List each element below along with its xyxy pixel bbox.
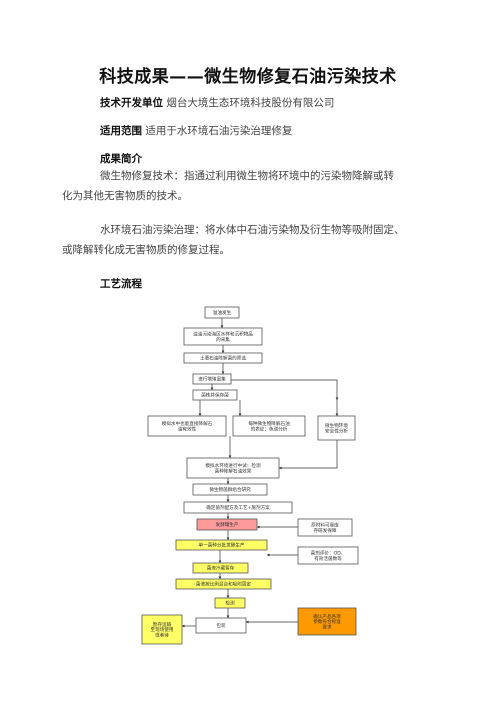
flow-step-box: [175, 539, 268, 551]
paragraph-2: 水环境石油污染治理：将水体中石油污染物及衍生物等吸附固定、 或降解转化成无害物质…: [62, 220, 447, 260]
flow-step-n14: 单一菌种分批发酵生产: [175, 539, 268, 551]
scope-line: 适用范围 适用于水环境石油污染治理修复: [100, 123, 292, 138]
flow-step-label: 微生物菌群组合研究: [209, 486, 251, 493]
flow-step-box: [297, 607, 357, 636]
flow-step-box: [317, 415, 356, 441]
scope-label: 适用范围: [100, 125, 142, 137]
flow-step-label: 单一菌种分批发酵生产: [199, 542, 245, 549]
flow-step-label: 溢油发生: [213, 309, 232, 316]
flow-step-box: [297, 546, 359, 565]
process-heading: 工艺流程: [100, 278, 142, 290]
flow-step-n15: 菌剂评价：OD、有效活菌数等: [297, 546, 359, 565]
flow-step-label: 暂存运输: [153, 621, 172, 628]
flow-step-n1: 溢油发生: [204, 306, 240, 319]
flow-step-n11: 确定菌剂配方及工艺+施剂方案: [183, 501, 293, 514]
paragraph-2-line-2: 或降解转化成无害物质的修复过程。: [62, 244, 230, 256]
flow-step-n12: 发酵罐生产: [196, 518, 258, 531]
flow-step-label: 菌液冷藏暂存: [207, 565, 235, 572]
developer-line: 技术开发单位 烟台大境生态环境科技股份有限公司: [100, 95, 334, 110]
flow-step-box: [147, 415, 227, 437]
flow-step-label: 包装: [216, 622, 226, 629]
flow-step-n10: 微生物菌群组合研究: [192, 483, 268, 496]
flow-step-label: 的采集: [216, 336, 230, 343]
flow-step-label: 或者待: [155, 632, 169, 639]
flow-step-box: [186, 457, 280, 479]
flow-step-n20: 包装: [195, 617, 247, 634]
flow-step-n17: 菌液按比例混合和吸附固定: [175, 578, 272, 590]
flow-step-box: [214, 597, 246, 609]
paragraph-1-line-1: 微生物修复技术：指通过利用微生物将环境中的污染物降解或转: [100, 170, 394, 182]
flow-step-box: [196, 518, 258, 531]
flow-step-box: [192, 562, 249, 574]
flow-step-label: 菌种降解石油效果: [215, 467, 252, 474]
flow-step-n4: 进行增殖富集: [192, 373, 232, 385]
flow-step-label: 土著石油降解菌的筛选: [200, 355, 246, 362]
flow-step-label: 有效活菌数等: [314, 555, 342, 562]
paragraph-1-line-2: 化为其他无害物质的技术。: [62, 190, 188, 202]
flow-step-label: 进行增殖富集: [198, 376, 226, 383]
flow-step-label: 至现场使用: [151, 626, 174, 633]
flow-step-label: 菌株并保存菌: [201, 392, 229, 399]
developer-label: 技术开发单位: [100, 97, 163, 109]
developer-value: 烟台大境生态环境科技股份有限公司: [166, 97, 335, 109]
flow-step-label: 模拟水环境进行中试：检测: [205, 462, 261, 469]
flow-step-label: 菌剂评价：OD、: [311, 550, 346, 557]
flow-step-label: 模拟水中也能直接降解石: [162, 420, 213, 427]
flow-step-box: [192, 389, 238, 401]
flow-step-box: [192, 483, 268, 496]
flow-step-box: [175, 578, 272, 590]
flow-step-box: [297, 518, 353, 537]
flow-step-label: 确定菌剂配方及工艺+施剂方案: [206, 504, 270, 511]
flow-step-n3: 土著石油降解菌的筛选: [183, 352, 263, 364]
flow-step-box: [232, 415, 306, 437]
flow-step-box: [183, 327, 263, 346]
flow-step-label: 微生物环境: [325, 422, 348, 429]
summary-heading: 成果简介: [100, 153, 142, 165]
flow-step-label: 检测: [225, 600, 235, 607]
document-title: 科技成果——微生物修复石油污染技术: [99, 67, 397, 87]
flow-step-label: 每种微生物降解石油: [248, 420, 290, 427]
flow-step-box: [183, 352, 263, 364]
flow-step-label: 存研发保障: [314, 527, 337, 534]
paragraph-1: 微生物修复技术：指通过利用微生物将环境中的污染物降解或转 化为其他无害物质的技术…: [62, 166, 447, 206]
flow-step-n16: 菌液冷藏暂存: [192, 562, 249, 574]
flow-step-label: 要求: [322, 624, 332, 631]
flow-step-label: 原材料可靠库: [311, 522, 339, 529]
paragraph-2-line-1: 水环境石油污染治理：将水体中石油污染物及衍生物等吸附固定、: [100, 224, 405, 236]
flow-arrow: [278, 440, 338, 470]
flow-step-box: [192, 373, 232, 385]
flow-step-label: 溢油污染海区水样和沉积物品: [193, 331, 253, 338]
flow-step-box: [204, 306, 240, 319]
flow-step-label: 参数符合标准: [313, 618, 341, 625]
flow-step-box: [195, 617, 247, 634]
flow-connector: [231, 379, 339, 401]
flow-step-label: 油有效性: [178, 425, 197, 432]
flow-step-box: [141, 614, 183, 645]
flow-step-n18: 检测: [214, 597, 246, 609]
flow-step-label: 菌液按比例混合和吸附固定: [196, 581, 252, 588]
scope-value: 适用于水环境石油污染治理修复: [145, 125, 293, 137]
flow-step-n5: 菌株并保存菌: [192, 389, 238, 401]
flow-step-label: 安全性分析: [325, 427, 348, 434]
flow-step-label: 发酵罐生产: [216, 521, 239, 528]
flow-step-box: [183, 501, 293, 514]
flow-step-label: 确认产品各项: [313, 613, 341, 620]
flow-step-label: 的表征：色谱分析: [251, 425, 288, 432]
